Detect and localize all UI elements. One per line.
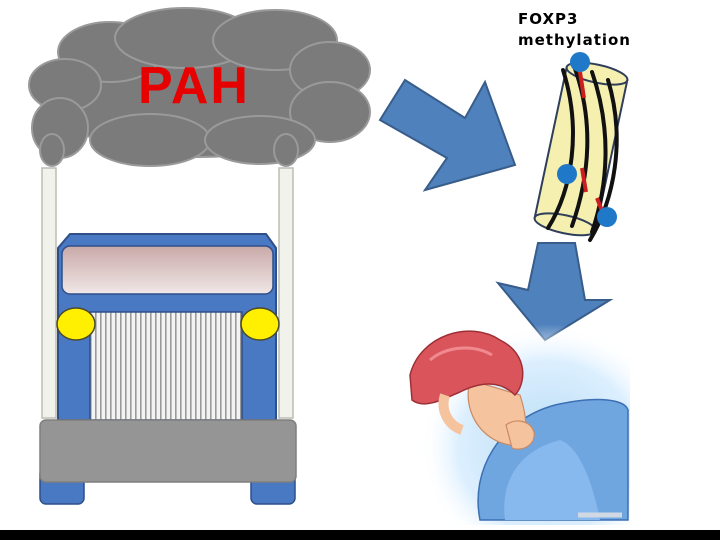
truck-grille [89, 311, 243, 421]
arrow-exposure-icon [378, 78, 517, 192]
bottom-bar [0, 530, 720, 540]
sick-person-icon [409, 320, 630, 525]
pollutant-label: PAH [138, 57, 250, 115]
truck-bumper [39, 419, 297, 483]
dna-strand-icon [533, 52, 629, 242]
truck-icon [39, 167, 297, 505]
gene-label-line1: FOXP3 [518, 10, 579, 28]
gene-label-line2: methylation [518, 31, 631, 49]
headlight-icon [56, 307, 280, 341]
smoke-cloud-icon [28, 7, 371, 167]
gene-methylation-label: FOXP3 methylation [518, 9, 631, 51]
exhaust-pipe-left [41, 167, 57, 419]
exhaust-pipe-right [278, 167, 294, 419]
truck-windshield [61, 245, 274, 295]
methyl-group-icon [557, 52, 617, 227]
